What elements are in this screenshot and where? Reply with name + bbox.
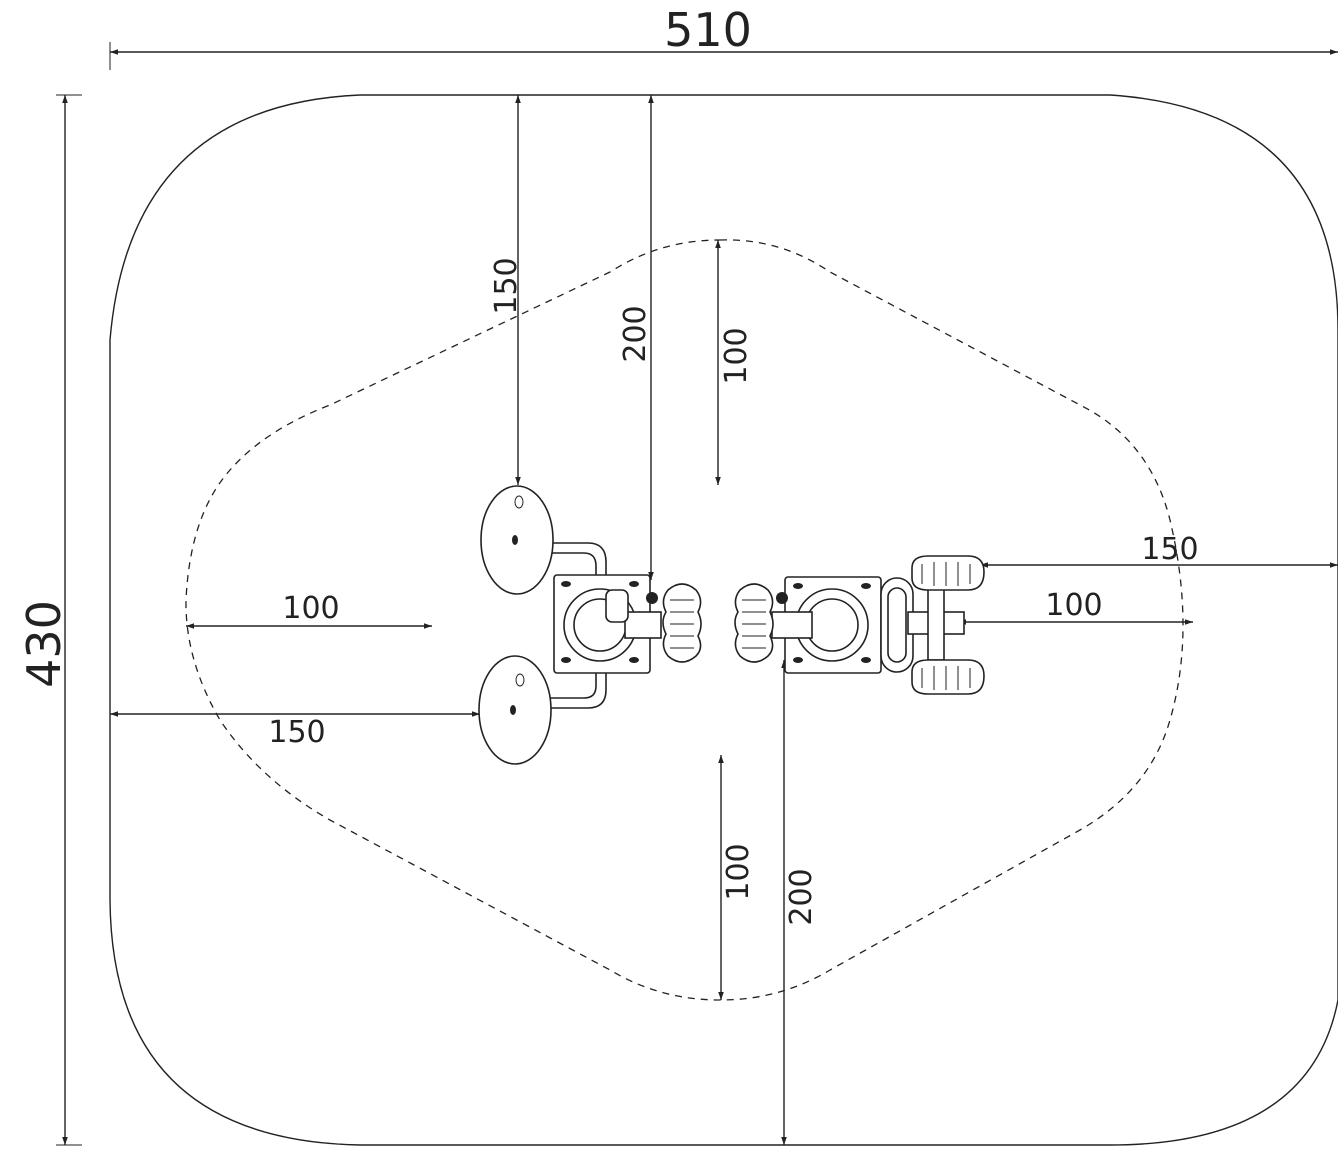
bottom-200-dimension: 200 [781,660,819,1145]
top-left-150-label: 150 [489,257,524,314]
safety-area-outline [109,94,1338,1146]
left-foot-pedal [662,583,702,663]
right-zone-100-dimension: 100 [958,588,1193,625]
right-footrest-top [911,555,985,591]
top-200-label: 200 [618,305,653,362]
right-zone-100-label: 100 [1045,588,1102,623]
top-zone-100-dimension: 100 [715,240,754,485]
top-zone-100-label: 100 [719,327,754,384]
bottom-200-label: 200 [784,868,819,925]
bottom-zone-100-dimension: 100 [718,755,756,1000]
right-equipment-unit [734,555,985,695]
left-equipment-unit [478,485,702,765]
free-space-zone-outline [185,239,1184,1001]
left-150-label: 150 [268,715,325,750]
right-footrest-bottom [911,659,985,695]
right-foot-pedal [734,583,774,663]
top-200-dimension: 200 [618,95,654,580]
right-150-label: 150 [1141,532,1198,567]
overall-height-dimension: 430 [17,94,82,1146]
top-left-150-dimension: 150 [489,95,524,485]
right-150-dimension: 150 [980,532,1338,568]
overall-height-label: 430 [17,600,71,688]
overall-width-dimension: 510 [109,3,1338,70]
left-zone-100-dimension: 100 [186,591,432,629]
overall-width-label: 510 [664,3,752,57]
left-zone-100-label: 100 [282,591,339,626]
bottom-zone-100-label: 100 [721,843,756,900]
left-150-dimension: 150 [110,711,480,750]
